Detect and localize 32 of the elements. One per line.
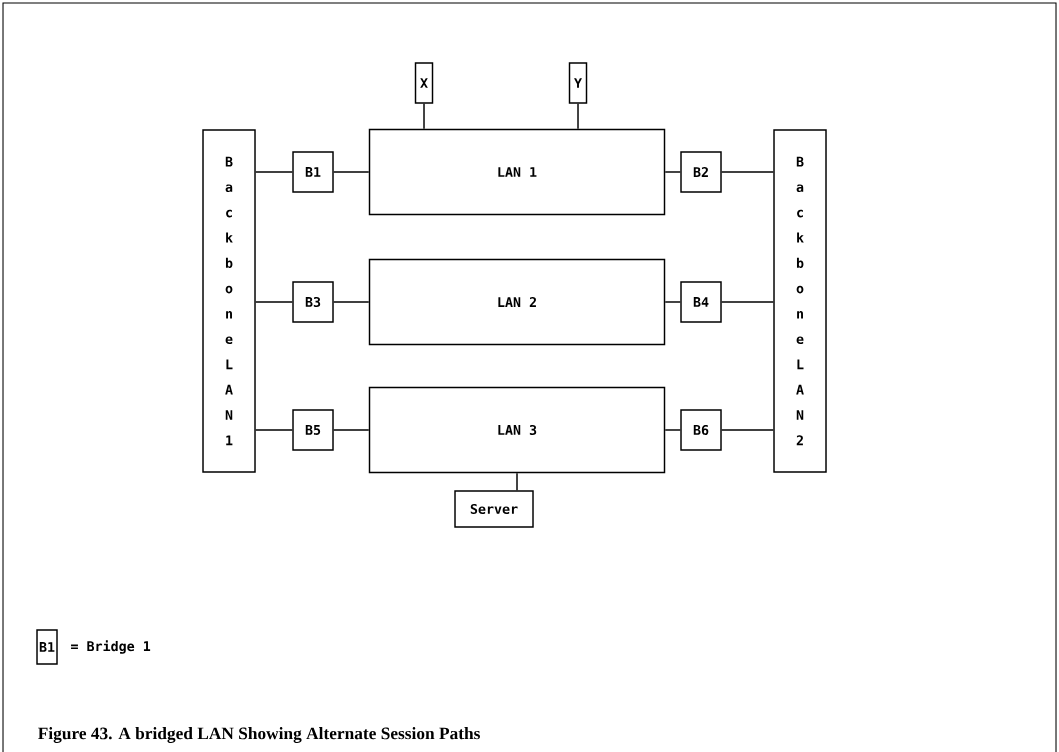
- bridge-box: B3: [292, 281, 334, 323]
- bridge-box: B4: [680, 281, 722, 323]
- bridge-box: B6: [680, 409, 722, 451]
- connector-line: [516, 472, 518, 491]
- connector-line: [664, 301, 681, 303]
- connector-line: [721, 429, 774, 431]
- connector-line: [423, 103, 425, 130]
- bridge-box: B2: [680, 151, 722, 193]
- connector-line: [721, 171, 774, 173]
- backbone-box: Backbone LAN 2: [773, 129, 827, 473]
- bridge-box: X: [414, 62, 434, 104]
- lan-box: LAN 2: [368, 258, 666, 346]
- bridge-box: B5: [292, 409, 334, 451]
- bridge-box: Y: [568, 62, 588, 104]
- connector-line: [333, 429, 370, 431]
- lan-box: LAN 3: [368, 386, 666, 474]
- connector-line: [255, 301, 293, 303]
- connector-line: [721, 301, 774, 303]
- connector-line: [255, 429, 293, 431]
- backbone-box: Backbone LAN 1: [202, 129, 256, 473]
- connector-line: [664, 429, 681, 431]
- legend-text: = Bridge 1: [71, 640, 151, 654]
- bridge-box: B1: [36, 629, 58, 665]
- connector-line: [333, 301, 370, 303]
- connector-line: [577, 103, 579, 130]
- connector-line: [333, 171, 370, 173]
- connector-line: [255, 171, 293, 173]
- figure-caption: Figure 43. A bridged LAN Showing Alternate Session Paths: [38, 727, 480, 743]
- connector-line: [664, 171, 681, 173]
- lan-box: LAN 1: [368, 128, 666, 216]
- server-box: Server: [454, 490, 534, 528]
- bridge-box: B1: [292, 151, 334, 193]
